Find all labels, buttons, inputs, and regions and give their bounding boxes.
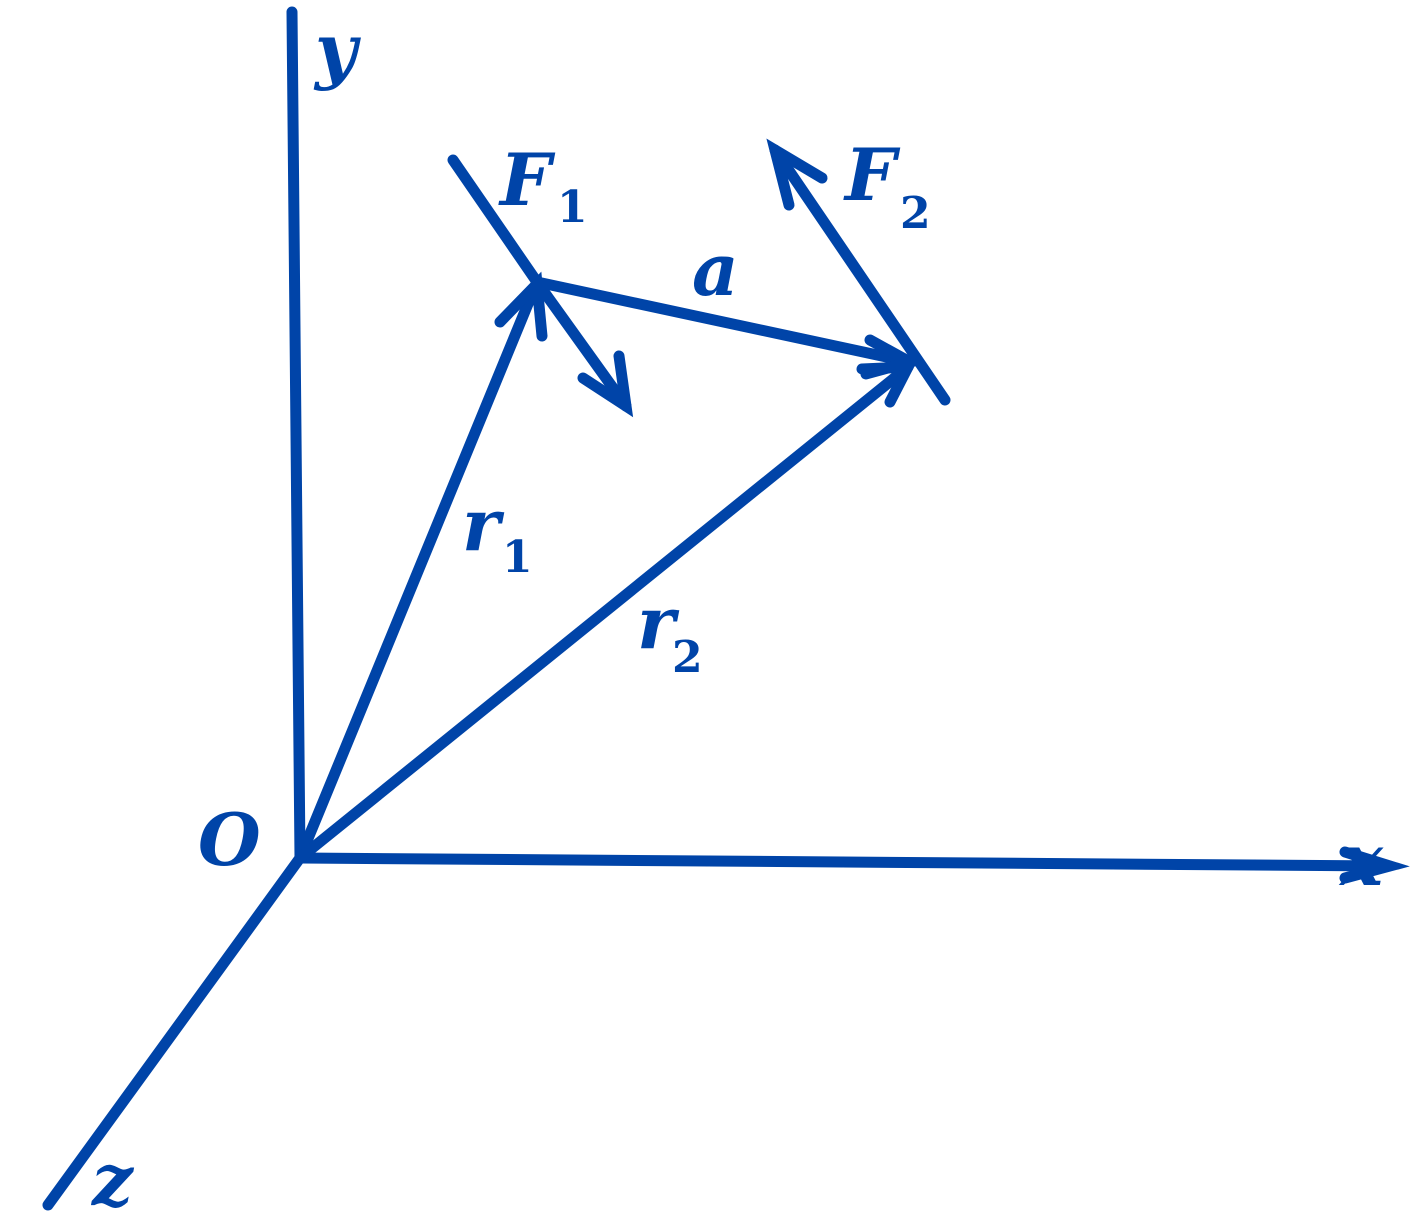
force1-vector (531, 276, 632, 412)
z-axis (42, 852, 306, 1211)
separation-label: a (692, 227, 739, 312)
r1-label: r (462, 482, 505, 567)
force2-arrowhead (766, 138, 828, 211)
y-axis (286, 6, 306, 864)
vector-r2 (294, 361, 914, 864)
x-axis-label: x (1338, 817, 1384, 902)
z-axis-label: z (90, 1137, 135, 1222)
vector-r1 (294, 276, 543, 864)
y-axis-label: y (313, 7, 361, 92)
force1-subscript: 1 (557, 182, 588, 233)
r1-subscript: 1 (502, 532, 533, 583)
origin-label: O (198, 797, 261, 882)
force2-subscript: 2 (900, 188, 931, 239)
force1-line (447, 154, 543, 288)
vector-a (531, 276, 916, 368)
r2-subscript: 2 (672, 632, 703, 683)
force2-vector (769, 144, 951, 406)
force2-label: F (843, 132, 901, 217)
x-axis (294, 852, 1394, 872)
force1-arrowhead (577, 350, 634, 418)
x-axis-arrowhead (1339, 846, 1410, 884)
force1-label: F (498, 137, 556, 222)
r2-label: r (637, 580, 680, 665)
a-arrowhead (860, 334, 925, 380)
